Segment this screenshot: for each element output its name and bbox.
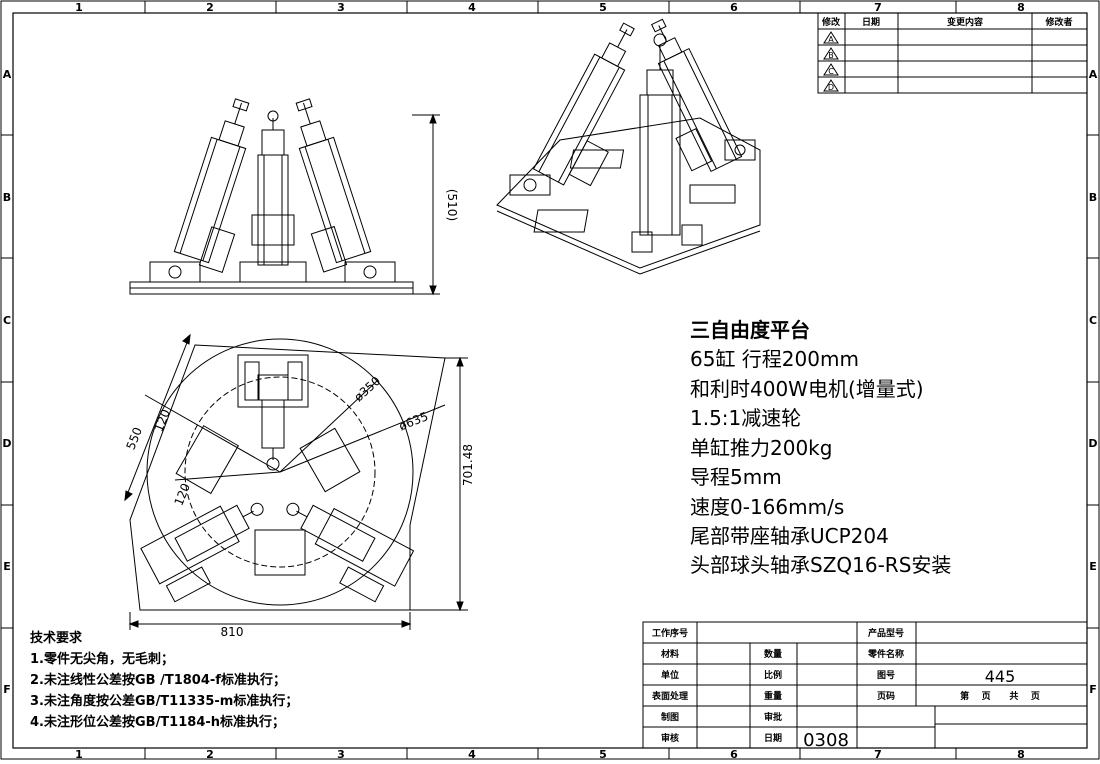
tb-date-value: 0308	[803, 730, 849, 751]
row-label: F	[3, 683, 11, 696]
row-label: D	[2, 437, 11, 450]
tb-surface-label: 表面处理	[651, 690, 688, 702]
dim-width-bottom: 810	[221, 625, 244, 639]
dim-height-top: 701.48	[461, 444, 475, 486]
dim-height-front: (510)	[445, 189, 459, 221]
tb-weight-label: 重量	[764, 690, 782, 702]
col-label: 6	[730, 1, 738, 14]
rev-mark: A	[828, 35, 834, 44]
row-label: C	[3, 314, 11, 327]
col-label: 3	[337, 748, 345, 760]
row-label: E	[3, 560, 11, 573]
tech-note: 2.未注线性公差按GB /T1804-f标准执行；	[30, 672, 286, 688]
rev-header: 修改	[821, 16, 841, 28]
col-label: 4	[468, 1, 476, 14]
rev-mark: B	[828, 51, 834, 60]
tb-date-label: 日期	[764, 732, 782, 744]
dim-diameter-outer: ø635	[397, 409, 430, 433]
tb-drawing-no-value: 445	[985, 667, 1016, 686]
tb-part-name-label: 零件名称	[867, 648, 904, 660]
row-label: C	[1089, 314, 1097, 327]
spec-line: 65缸 行程200mm	[690, 347, 859, 371]
col-label: 7	[874, 748, 882, 760]
spec-line: 头部球头轴承SZQ16-RS安装	[690, 553, 951, 577]
rev-header: 修改者	[1044, 16, 1072, 28]
col-label: 4	[468, 748, 476, 760]
spec-line: 导程5mm	[690, 465, 782, 489]
tb-drawing-no-label: 图号	[877, 670, 895, 681]
spec-line: 和利时400W电机(增量式)	[690, 377, 924, 401]
row-label: F	[1089, 683, 1097, 696]
col-label: 3	[337, 1, 345, 14]
col-label: 2	[206, 748, 214, 760]
spec-line: 速度0-166mm/s	[690, 495, 844, 519]
column-labels: 1 2 3 4 5 6 7 8 1 2 3 4 5 6 7 8	[75, 1, 1025, 761]
spec-line: 三自由度平台	[690, 318, 810, 342]
col-label: 5	[599, 748, 607, 760]
dim-angle-top: 120	[152, 407, 174, 433]
tb-page-label: 页码	[877, 691, 895, 702]
col-label: 7	[874, 1, 882, 14]
tech-note: 4.未注形位公差按GB/T1184-h标准执行；	[30, 714, 285, 730]
tb-work-order-label: 工作序号	[652, 627, 688, 639]
top-view	[124, 333, 468, 630]
rev-mark: D	[828, 83, 834, 92]
tech-note: 3.未注角度按公差GB/T11335-m标准执行；	[30, 693, 298, 709]
tb-scale-label: 比例	[764, 669, 782, 681]
row-label: B	[1089, 191, 1097, 204]
spec-line: 1.5:1减速轮	[690, 406, 801, 430]
col-label: 8	[1017, 748, 1025, 760]
col-label: 1	[75, 748, 83, 760]
dim-side-550: 550	[124, 425, 146, 451]
top-view-dimensions: 550 120 120 ø350 ø635 701.48 810	[124, 374, 475, 639]
row-label: E	[1089, 560, 1097, 573]
tb-quantity-label: 数量	[764, 648, 782, 660]
col-label: 2	[206, 1, 214, 14]
tb-drawn-label: 制图	[661, 711, 679, 723]
col-label: 6	[730, 748, 738, 760]
col-label: 1	[75, 1, 83, 14]
rev-header: 日期	[862, 16, 880, 28]
row-label: A	[3, 68, 12, 81]
dim-angle-bottom: 120	[172, 481, 194, 507]
front-view	[129, 98, 440, 296]
rev-mark: C	[828, 67, 834, 76]
col-label: 5	[599, 1, 607, 14]
tech-note: 1.零件无尖角，无毛刺；	[30, 651, 174, 667]
isometric-view	[496, 18, 761, 275]
spec-list: 三自由度平台 65缸 行程200mm 和利时400W电机(增量式) 1.5:1减…	[690, 318, 951, 577]
revision-table: 修改 日期 变更内容 修改者 A B C D	[817, 12, 1088, 94]
tech-notes-title: 技术要求	[30, 630, 83, 646]
tb-unit-label: 单位	[661, 669, 679, 681]
row-label: A	[1089, 68, 1098, 81]
row-labels: A B C D E F A B C D E F	[2, 68, 1097, 696]
tb-page-text: 第 页 共 页	[960, 690, 1040, 702]
tb-material-label: 材料	[660, 648, 679, 660]
rev-marks: A B C D	[823, 31, 839, 92]
tb-checked-label: 审批	[764, 711, 782, 723]
title-block: 工作序号 产品型号 材料 数量 零件名称 单位 比例 图号 表面处理 重量 页码…	[642, 621, 1088, 751]
col-label: 8	[1017, 1, 1025, 14]
tb-reviewed-label: 审核	[661, 732, 679, 744]
dim-diameter-inner: ø350	[351, 374, 383, 405]
rev-header: 变更内容	[947, 16, 983, 28]
spec-line: 尾部带座轴承UCP204	[690, 524, 889, 548]
spec-line: 单缸推力200kg	[690, 436, 832, 460]
row-label: D	[1088, 437, 1097, 450]
row-label: B	[3, 191, 11, 204]
tech-notes: 技术要求 1.零件无尖角，无毛刺； 2.未注线性公差按GB /T1804-f标准…	[30, 630, 298, 730]
tb-product-model-label: 产品型号	[868, 627, 904, 639]
